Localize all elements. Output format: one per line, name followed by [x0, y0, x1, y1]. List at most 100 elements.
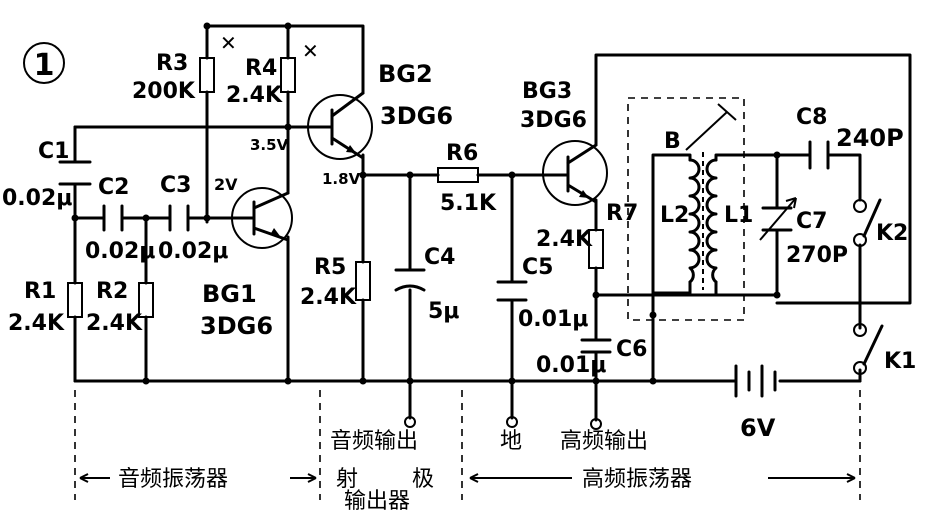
label-battery: 6V [740, 414, 776, 442]
coil-l1 [705, 158, 718, 284]
switch-k2-lever [862, 198, 882, 238]
label-c6-value: 0.01μ [536, 353, 606, 378]
transistor-bg2 [307, 91, 373, 160]
label-audio-out: 音频输出 [330, 429, 418, 454]
transistors [231, 91, 608, 249]
label-r5-value: 2.4K [300, 285, 357, 310]
wire-l1-c8 [714, 153, 862, 202]
transistor-bg1-leads [236, 191, 290, 242]
junction [71, 214, 79, 222]
transistor-bg1-body [231, 187, 293, 249]
switches [853, 198, 884, 375]
cross-marks: ✕ ✕ [220, 31, 319, 63]
switch-k2 [853, 198, 882, 247]
resistor-r4 [280, 57, 296, 93]
capacitor-c7-arrowhead [785, 197, 797, 209]
wire-bg3-collector [594, 53, 912, 305]
transistor-bg1-arrow [270, 228, 280, 236]
junction [359, 171, 367, 179]
label-r7-value: 2.4K [536, 227, 593, 252]
label-ground: 地 [500, 429, 522, 454]
resistor-r7 [588, 229, 604, 269]
resistor-r5 [355, 261, 371, 301]
capacitor-c4-curve [394, 284, 426, 292]
label-r4-value: 2.4K [226, 83, 283, 108]
label-r1-name: R1 [24, 279, 56, 304]
junction [773, 291, 781, 299]
terminals [404, 416, 602, 430]
terminal-audio-out [404, 416, 416, 428]
transistor-bg2-leads [308, 91, 365, 160]
label-bg2-model: 3DG6 [380, 102, 453, 130]
section-audio-osc: 音频振荡器 [118, 467, 228, 492]
label-r6-value: 5.1K [440, 191, 497, 216]
transformer-b [627, 97, 745, 321]
transistor-bg3-body [542, 140, 608, 206]
switch-k2-contact-bottom [853, 233, 867, 247]
label-k2: K2 [876, 221, 908, 246]
junction [508, 171, 516, 179]
label-rf-out: 高频输出 [560, 429, 648, 454]
label-bg2-name: BG2 [378, 60, 433, 88]
label-bg3-model: 3DG6 [520, 108, 587, 133]
transistor-bg2-body [307, 94, 373, 160]
label-c5-value: 0.01μ [518, 307, 588, 332]
junction [142, 214, 150, 222]
switch-k2-contact-top [853, 199, 867, 213]
capacitor-c1 [58, 160, 92, 186]
junction [508, 377, 516, 385]
junction [284, 377, 292, 385]
figure-number: 1 [34, 48, 55, 83]
capacitor-c6 [580, 338, 612, 354]
figure-number-circle [23, 42, 65, 84]
section-emitter-bottom: 输出器 [344, 489, 410, 514]
arrow-rf-osc [469, 473, 856, 483]
label-voltage-2v: 2V [214, 175, 238, 194]
switch-k1-contact-top [853, 323, 867, 337]
junction [284, 123, 292, 131]
section-rf-osc: 高频振荡器 [582, 467, 692, 492]
label-voltage-1v8: 1.8V [322, 170, 361, 188]
cross-mark: ✕ [220, 31, 237, 55]
label-c3-value: 0.02μ [158, 239, 228, 264]
label-bg1-model: 3DG6 [200, 312, 273, 340]
transistor-bg3-arrow [579, 190, 589, 198]
terminal-rf-out [590, 418, 602, 430]
wire-top-rail [205, 24, 365, 95]
transistor-bg2-arrow [346, 145, 356, 153]
labels: R3 200K R4 2.4K BG2 3DG6 BG3 3DG6 C1 0.0… [2, 51, 916, 514]
capacitor-c7-arrow [759, 197, 797, 241]
resistors [67, 57, 604, 318]
capacitor-c5 [496, 280, 528, 302]
label-k1: K1 [884, 349, 916, 374]
capacitor-c2 [102, 204, 124, 232]
switch-k1 [853, 323, 884, 375]
label-c5-name: C5 [522, 255, 553, 280]
junction [203, 214, 211, 222]
junction [142, 377, 150, 385]
label-bg3-name: BG3 [522, 79, 572, 104]
section-dividers [74, 390, 861, 500]
capacitor-c3 [168, 204, 190, 232]
label-r4-name: R4 [245, 56, 277, 81]
junction [359, 377, 367, 385]
label-r7-name: R7 [606, 201, 638, 226]
label-r6-name: R6 [446, 141, 478, 166]
junction [284, 22, 292, 30]
label-c8-value: 240P [836, 124, 904, 152]
section-emitter-left: 射 [336, 467, 358, 492]
label-r3-value: 200K [132, 79, 196, 104]
capacitor-c8 [808, 140, 830, 170]
junction [592, 377, 600, 385]
label-l1: L1 [724, 203, 753, 228]
label-c2-name: C2 [98, 175, 129, 200]
junctions [71, 22, 781, 385]
battery-6v [734, 364, 777, 398]
label-c7-name: C7 [796, 209, 827, 234]
transistor-bg3-leads [553, 143, 598, 204]
coil-l2 [688, 158, 701, 284]
core-adjust-arrow [685, 111, 728, 151]
label-c2-value: 0.02μ [85, 239, 155, 264]
label-r3-name: R3 [156, 51, 188, 76]
